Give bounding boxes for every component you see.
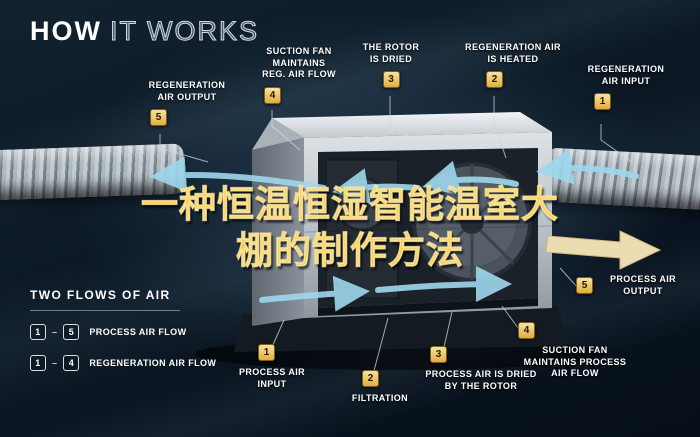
legend-badge-end: 4 — [63, 355, 80, 371]
callout-label: SUCTION FAN MAINTAINS PROCESS AIR FLOW — [523, 345, 627, 379]
legend-badge-start: 1 — [30, 324, 46, 340]
step-badge: 5 — [576, 277, 593, 295]
callout-suction-fan-reg: SUCTION FAN MAINTAINS REG. AIR FLOW 4 — [252, 46, 346, 105]
callout-filtration: 2 FILTRATION — [340, 370, 420, 405]
step-badge: 4 — [518, 322, 535, 339]
legend-badge-start: 1 — [30, 355, 46, 371]
legend-divider — [30, 310, 180, 311]
callout-label: FILTRATION — [351, 393, 409, 403]
legend-label: PROCESS AIR FLOW — [89, 327, 187, 337]
legend-range-separator: – — [52, 327, 58, 337]
callout-label: SUCTION FAN MAINTAINS REG. AIR FLOW — [262, 46, 336, 80]
patent-title-line1: 一种恒温恒湿智能温室大 — [141, 183, 559, 225]
callout-label: PROCESS AIR INPUT — [238, 367, 306, 389]
callout-label: REGENERATION AIR OUTPUT — [148, 80, 226, 102]
callout-regeneration-air-output: REGENERATION AIR OUTPUT 5 — [134, 80, 240, 127]
legend: TWO FLOWS OF AIR 1 – 5 PROCESS AIR FLOW … — [30, 288, 216, 386]
callout-process-air-output: 5 PROCESS AIR OUTPUT — [576, 274, 688, 297]
legend-row-process-air: 1 – 5 PROCESS AIR FLOW — [30, 324, 216, 340]
callout-rotor-is-dried: THE ROTOR IS DRIED 3 — [354, 42, 428, 89]
legend-heading: TWO FLOWS OF AIR — [30, 288, 171, 302]
regeneration-flow-arrows — [150, 148, 639, 204]
callout-suction-fan-process: 4 SUCTION FAN MAINTAINS PROCESS AIR FLOW — [510, 322, 640, 380]
callout-process-air-input: 1 PROCESS AIR INPUT — [230, 344, 314, 390]
callout-label: PROCESS AIR IS DRIED BY THE ROTOR — [425, 369, 537, 391]
callout-process-air-dried: 3 PROCESS AIR IS DRIED BY THE ROTOR — [406, 346, 556, 392]
step-badge: 2 — [362, 370, 379, 387]
patent-title-line2: 棚的制作方法 — [236, 230, 464, 272]
step-badge: 3 — [430, 346, 447, 363]
callout-regeneration-air-heated: REGENERATION AIR IS HEATED 2 — [458, 42, 568, 89]
title-how: HOW — [30, 16, 102, 46]
callout-label: PROCESS AIR OUTPUT — [609, 274, 677, 296]
callout-regeneration-air-input: REGENERATION AIR INPUT 1 — [574, 64, 678, 111]
callout-label: REGENERATION AIR IS HEATED — [465, 42, 561, 64]
step-badge: 1 — [594, 93, 611, 111]
legend-badge-end: 5 — [63, 324, 80, 340]
step-badge: 4 — [264, 87, 281, 105]
step-badge: 2 — [486, 71, 503, 89]
legend-range-separator: – — [52, 358, 58, 368]
legend-row-regeneration-air: 1 – 4 REGENERATION AIR FLOW — [30, 355, 216, 371]
callout-label: THE ROTOR IS DRIED — [362, 42, 420, 64]
legend-label: REGENERATION AIR FLOW — [89, 358, 217, 368]
step-badge: 3 — [382, 71, 400, 89]
process-output-arrow — [545, 230, 662, 270]
step-badge: 5 — [150, 109, 167, 127]
title-it-works: IT WORKS — [109, 16, 259, 47]
callout-label: REGENERATION AIR INPUT — [587, 64, 665, 86]
patent-title-overlay: 一种恒温恒湿智能温室大 棚的制作方法 — [0, 182, 700, 275]
step-badge: 1 — [258, 344, 275, 361]
process-flow-arrows — [259, 266, 512, 312]
